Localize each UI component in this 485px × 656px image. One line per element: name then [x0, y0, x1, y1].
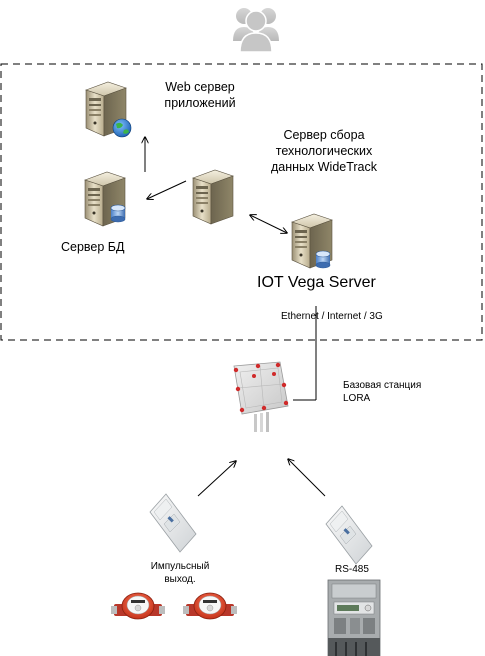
- server-zone-boundary: [0, 63, 483, 341]
- web-server-label: Web сервер приложений: [164, 80, 236, 110]
- network-label: Ethernet / Internet / 3G: [281, 311, 383, 322]
- users-icon: [233, 8, 279, 53]
- collect-server-label: Сервер сбора технологических данных Wide…: [270, 128, 378, 174]
- db-server-label: Сервер БД: [61, 240, 125, 254]
- water-meter-icon: [183, 592, 237, 620]
- electric-meter-icon: [327, 579, 381, 656]
- base-station-label: Базовая станция LORA: [343, 380, 422, 404]
- arrow-pulse-to-station: [197, 461, 236, 497]
- water-meter-icon: [111, 592, 165, 620]
- database-server-icon: [84, 171, 126, 227]
- rs485-module-icon: [325, 505, 373, 565]
- rs485-label: RS-485: [335, 564, 369, 575]
- iot-server-label: IOT Vega Server: [257, 274, 376, 291]
- server-icon: [192, 169, 234, 225]
- pulse-module-icon: [149, 493, 197, 553]
- base-station-icon: [233, 361, 289, 432]
- arrow-collect-iot: [250, 215, 287, 233]
- pulse-output-label: Импульсный выход.: [150, 561, 210, 585]
- arrow-collect-to-db: [147, 180, 187, 199]
- web-server-icon: [85, 81, 132, 138]
- arrow-rs485-to-station: [288, 459, 326, 497]
- database-server-icon: [291, 213, 333, 269]
